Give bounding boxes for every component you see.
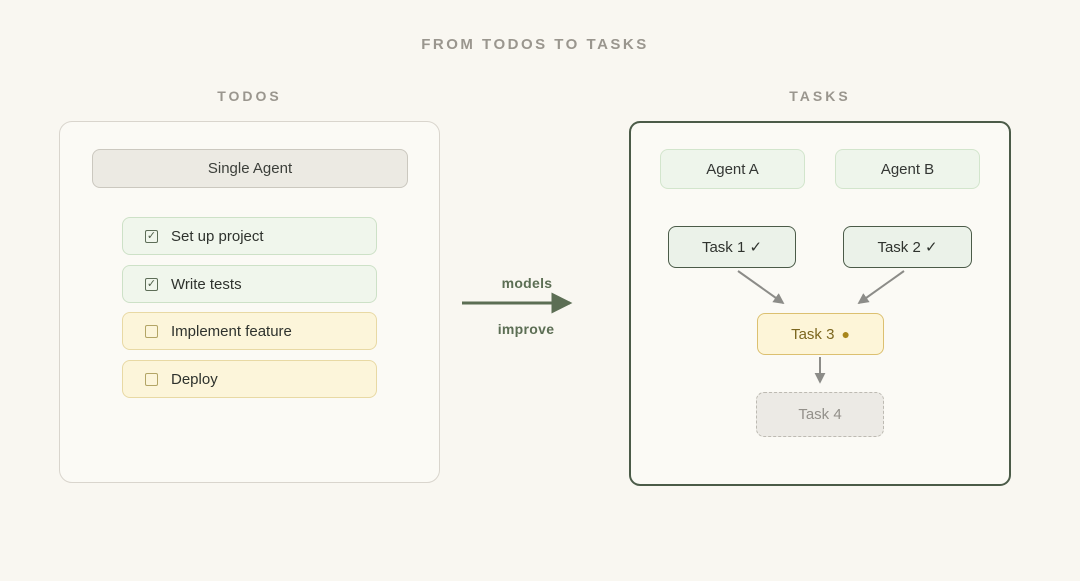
todo-item-label: Deploy [171,370,218,388]
tasks-column-header: TASKS [789,88,851,104]
checkbox-checked-icon [145,229,158,243]
in-progress-dot-icon: ● [841,326,850,342]
task-4-node: Task 4 [756,392,884,437]
todo-item-write-tests: Write tests [122,265,377,303]
task-3-node: Task 3 ● [757,313,884,355]
task-3-label: Task 3 [791,325,835,343]
todo-item-label: Implement feature [171,322,292,340]
todo-item-deploy: Deploy [122,360,377,398]
agent-a-node: Agent A [660,149,805,189]
transition-label-improve: improve [497,321,555,337]
todo-item-set-up-project: Set up project [122,217,377,255]
agent-a-label: Agent A [706,160,759,178]
task-1-label: Task 1 ✓ [701,239,763,256]
diagram-title: FROM TODOS TO TASKS [421,36,649,53]
task-1-node: Task 1 ✓ [668,226,796,268]
todo-item-implement-feature: Implement feature [122,312,377,350]
transition-label-models: models [501,275,553,291]
single-agent-box: Single Agent [92,149,408,188]
checkbox-unchecked-icon [145,324,158,338]
checkbox-unchecked-icon [145,372,158,386]
task-2-label: Task 2 ✓ [877,239,938,256]
checkbox-checked-icon [145,277,158,291]
agent-b-label: Agent B [880,160,935,178]
task-4-label: Task 4 [798,406,842,423]
task-2-node: Task 2 ✓ [843,226,972,268]
agent-b-node: Agent B [835,149,980,189]
single-agent-label: Single Agent [207,160,293,177]
todos-column-header: TODOS [217,88,282,104]
todo-item-label: Set up project [171,227,264,245]
todo-item-label: Write tests [171,275,242,293]
